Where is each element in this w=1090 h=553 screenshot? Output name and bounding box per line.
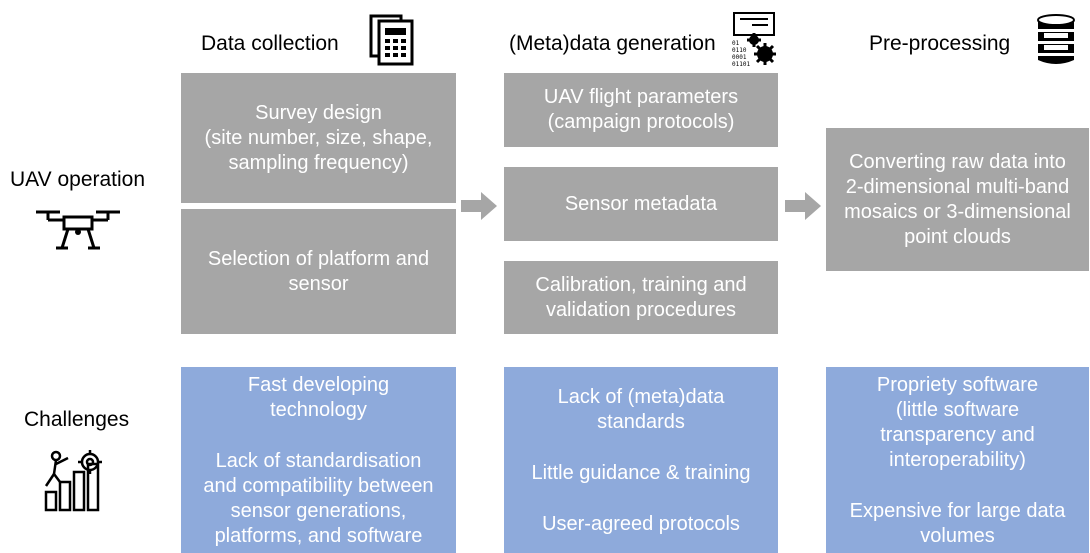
header-data-collection: Data collection xyxy=(201,32,339,55)
challenge-collection-line-3: Lack of standardisation xyxy=(215,450,422,472)
challenge-preprocessing-line-5: Expensive for large data xyxy=(849,500,1066,522)
challenge-metadata-line-4: User-agreed protocols xyxy=(542,513,740,535)
survey-design-detail-2: sampling frequency) xyxy=(228,151,409,174)
flight-parameters-box: UAV flight parameters (campaign protocol… xyxy=(504,73,778,147)
flow-arrow-1 xyxy=(461,192,497,220)
drone-icon xyxy=(36,210,120,250)
challenge-collection-line-2: technology xyxy=(270,399,367,421)
binary-text-2: 0110 xyxy=(732,47,747,54)
flight-parameters-line-1: UAV flight parameters xyxy=(543,86,739,108)
platform-selection-box: Selection of platform and sensor xyxy=(181,209,456,334)
data-gears-icon: 01 0110 0001 01101 xyxy=(732,12,776,68)
challenge-metadata-line-3: Little guidance & training xyxy=(531,462,751,484)
database-icon xyxy=(1037,14,1075,64)
challenge-collection-line-5: sensor generations, xyxy=(230,500,407,522)
converting-line-2: 2-dimensional multi-band xyxy=(845,175,1070,198)
platform-selection-line-1: Selection of platform and xyxy=(207,247,430,270)
sensor-metadata-label: Sensor metadata xyxy=(564,192,718,215)
sensor-metadata-box: Sensor metadata xyxy=(504,167,778,241)
platform-selection-line-2: sensor xyxy=(288,272,349,295)
challenges-collection-box: Fast developing technology Lack of stand… xyxy=(181,367,456,553)
converting-raw-data-box: Converting raw data into 2-dimensional m… xyxy=(826,128,1089,271)
documents-icon xyxy=(369,14,414,66)
survey-design-box: Survey design (site number, size, shape,… xyxy=(181,73,456,203)
challenge-preprocessing-line-2: (little software xyxy=(895,399,1020,421)
header-preprocessing: Pre-processing xyxy=(869,32,1011,55)
flight-parameters-line-2: (campaign protocols) xyxy=(547,111,735,133)
calibration-line-1: Calibration, training and xyxy=(535,273,747,296)
survey-design-title: Survey design xyxy=(255,101,382,124)
calibration-box: Calibration, training and validation pro… xyxy=(504,261,778,334)
challenge-preprocessing-line-6: volumes xyxy=(920,525,995,547)
challenge-metadata-line-2: standards xyxy=(597,411,685,433)
converting-line-3: mosaics or 3-dimensional xyxy=(844,200,1071,223)
header-metadata-generation: (Meta)data generation xyxy=(509,32,716,55)
challenge-collection-line-6: platforms, and software xyxy=(214,525,423,547)
row-label-uav-operation: UAV operation xyxy=(10,168,146,191)
converting-line-1: Converting raw data into xyxy=(849,150,1066,173)
binary-text-4: 01101 xyxy=(732,61,750,68)
challenge-collection-line-1: Fast developing xyxy=(247,374,390,396)
row-label-challenges: Challenges xyxy=(24,408,130,431)
flow-arrow-2 xyxy=(785,192,821,220)
climber-gear-icon xyxy=(44,450,102,512)
challenge-preprocessing-line-3: transparency and xyxy=(880,424,1035,446)
converting-line-4: point clouds xyxy=(904,225,1011,248)
binary-text-3: 0001 xyxy=(732,54,747,61)
survey-design-detail-1: (site number, size, shape, xyxy=(204,126,433,149)
challenge-collection-line-4: and compatibility between xyxy=(203,475,434,497)
challenges-preprocessing-box: Propriety software (little software tran… xyxy=(826,367,1089,553)
challenges-metadata-box: Lack of (meta)data standards Little guid… xyxy=(504,367,778,553)
calibration-line-2: validation procedures xyxy=(545,298,737,321)
challenge-preprocessing-line-4: interoperability) xyxy=(889,449,1026,471)
challenge-metadata-line-1: Lack of (meta)data xyxy=(557,386,725,408)
binary-text-1: 01 xyxy=(732,40,740,47)
challenge-preprocessing-line-1: Propriety software xyxy=(876,374,1039,396)
